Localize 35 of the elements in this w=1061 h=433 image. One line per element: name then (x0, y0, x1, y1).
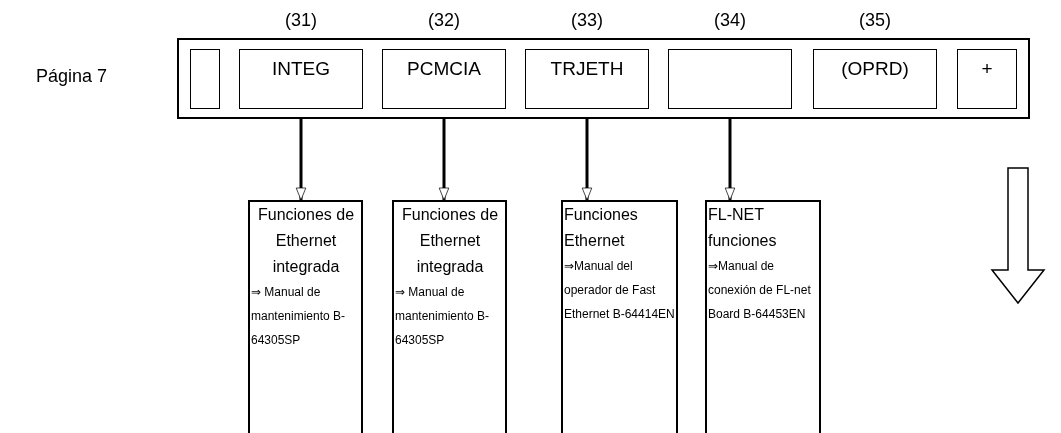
softkey-label: TRJETH (549, 58, 625, 80)
softkey-label: PCMCIA (406, 58, 482, 80)
softkey-label: INTEG (270, 58, 332, 80)
box-heading: Funciones Ethernet (564, 205, 639, 251)
page-label: Página 7 (36, 66, 108, 87)
softkey (525, 49, 649, 109)
reference-box (561, 200, 678, 433)
softkey-number: (33) (570, 10, 604, 31)
softkey-number: (31) (284, 10, 318, 31)
softkey-number: (34) (713, 10, 747, 31)
softkey (239, 49, 363, 109)
arrow (581, 119, 593, 201)
box-heading: Funciones de Ethernet integrada (256, 205, 356, 277)
arrow (724, 119, 736, 201)
softkey-bar (177, 38, 1030, 119)
softkey-number: (35) (858, 10, 892, 31)
softkey (190, 49, 220, 109)
softkey-label: (OPRD) (840, 58, 910, 80)
box-heading: FL-NET funciones (708, 205, 778, 251)
box-heading: Funciones de Ethernet integrada (400, 205, 500, 277)
softkey-label: + (980, 58, 994, 80)
softkey (382, 49, 506, 109)
manual-reference: ⇒Manual del operador de Fast Ethernet B-64414EN (564, 258, 676, 323)
reference-box (392, 200, 507, 433)
manual-reference: ⇒ Manual de mantenimiento B-64305SP (251, 284, 347, 349)
softkey (813, 49, 937, 109)
softkey (668, 49, 792, 109)
softkey-number: (32) (427, 10, 461, 31)
arrow (438, 119, 450, 201)
manual-reference: ⇒Manual de conexión de FL-net Board B-64453EN (708, 258, 812, 323)
reference-box (705, 200, 821, 433)
softkey (957, 49, 1017, 109)
reference-box (248, 200, 363, 433)
arrow (295, 119, 307, 201)
manual-reference: ⇒ Manual de mantenimiento B-64305SP (395, 284, 491, 349)
